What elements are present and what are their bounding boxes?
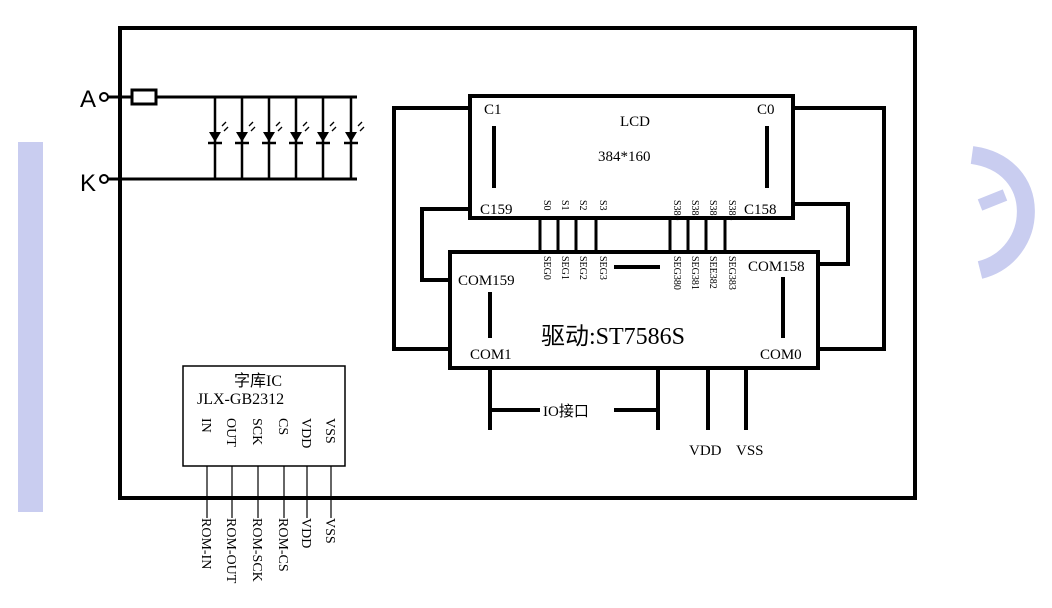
driver-seg-label-left-1: SEG1	[559, 256, 570, 280]
led-0	[208, 97, 229, 179]
lcd-seg-label-left-2: S2	[577, 200, 588, 211]
driver-seg-label-left-0: SEG0	[541, 256, 552, 280]
rom-pin-label-3: CS	[275, 418, 290, 435]
lcd-seg-label-right-1: S381	[689, 200, 700, 221]
rom-signal-label-0: ROM-IN	[198, 518, 213, 569]
lcd-seg-label-left-3: S3	[597, 200, 608, 211]
resistor-symbol	[130, 88, 158, 106]
driver-seg-label-right-1: SEG381	[689, 256, 700, 290]
driver-com0: COM0	[760, 347, 802, 363]
rom-pin-label-5: VSS	[322, 418, 337, 444]
font-rom-title: 字库IC	[234, 372, 282, 390]
rom-signal-label-4: VDD	[298, 518, 313, 548]
led-5	[344, 97, 365, 179]
font-rom-part: JLX-GB2312	[197, 391, 284, 408]
anode-terminal-pin	[99, 92, 109, 102]
driver-com159: COM159	[458, 273, 515, 289]
lcd-seg-label-right-0: S380	[671, 200, 682, 221]
driver-seg-label-right-3: SEG383	[726, 256, 737, 290]
rom-signal-label-3: ROM-CS	[275, 518, 290, 572]
font-rom-pins: IN ROM-IN OUT ROM-OUT SCK ROM-SCK CS ROM-CS VDD V…	[198, 418, 337, 584]
driver-seg-label-left-2: SEG2	[577, 256, 588, 280]
watermark-bar	[18, 142, 43, 512]
rom-signal-label-1: ROM-OUT	[223, 518, 238, 584]
lcd-corner-c159: C159	[480, 202, 513, 218]
vss-label: VSS	[736, 443, 764, 459]
lcd-corner-c1: C1	[484, 102, 502, 118]
driver-title: 驱动:ST7586S	[541, 323, 685, 350]
rom-pin-label-1: OUT	[223, 418, 238, 447]
driver-ic	[448, 250, 820, 370]
lcd-panel	[468, 94, 795, 220]
lcd-seg-label-right-2: S382	[707, 200, 718, 221]
cathode-terminal-label: K	[80, 170, 96, 197]
rom-signal-label-2: ROM-SCK	[249, 518, 264, 582]
lcd-resolution: 384*160	[598, 149, 651, 165]
common-line-loops	[392, 106, 886, 351]
lcd-seg-label-left-0: S0	[541, 200, 552, 211]
anode-terminal-label: A	[80, 86, 96, 113]
io-interface-wiring	[488, 368, 748, 430]
lcd-seg-label-right-3: S383	[726, 200, 737, 221]
driver-seg-label-right-0: SEG380	[671, 256, 682, 290]
rom-pin-label-0: IN	[198, 418, 213, 433]
lcd-corner-c0: C0	[757, 102, 775, 118]
font-rom-ic	[182, 365, 346, 467]
watermark-logo	[970, 146, 1035, 279]
rom-pin-label-4: VDD	[298, 418, 313, 448]
led-2	[262, 97, 283, 179]
lcd-corner-c158: C158	[744, 202, 777, 218]
rom-signal-label-5: VSS	[322, 518, 337, 544]
led-3	[289, 97, 310, 179]
module-outline	[118, 26, 917, 500]
backlight-led-array	[208, 97, 365, 179]
led-1	[235, 97, 256, 179]
vdd-label: VDD	[689, 443, 722, 459]
lcd-title: LCD	[620, 114, 650, 130]
driver-seg-label-left-3: SEG3	[597, 256, 608, 280]
cathode-terminal-pin	[99, 174, 109, 184]
driver-seg-label-right-2: SEE382	[707, 256, 718, 289]
driver-com158: COM158	[748, 259, 805, 275]
driver-com1: COM1	[470, 347, 512, 363]
lcd-seg-label-left-1: S1	[559, 200, 570, 211]
led-4	[316, 97, 337, 179]
rom-pin-label-2: SCK	[249, 418, 264, 445]
io-interface-label: IO接口	[543, 403, 589, 420]
